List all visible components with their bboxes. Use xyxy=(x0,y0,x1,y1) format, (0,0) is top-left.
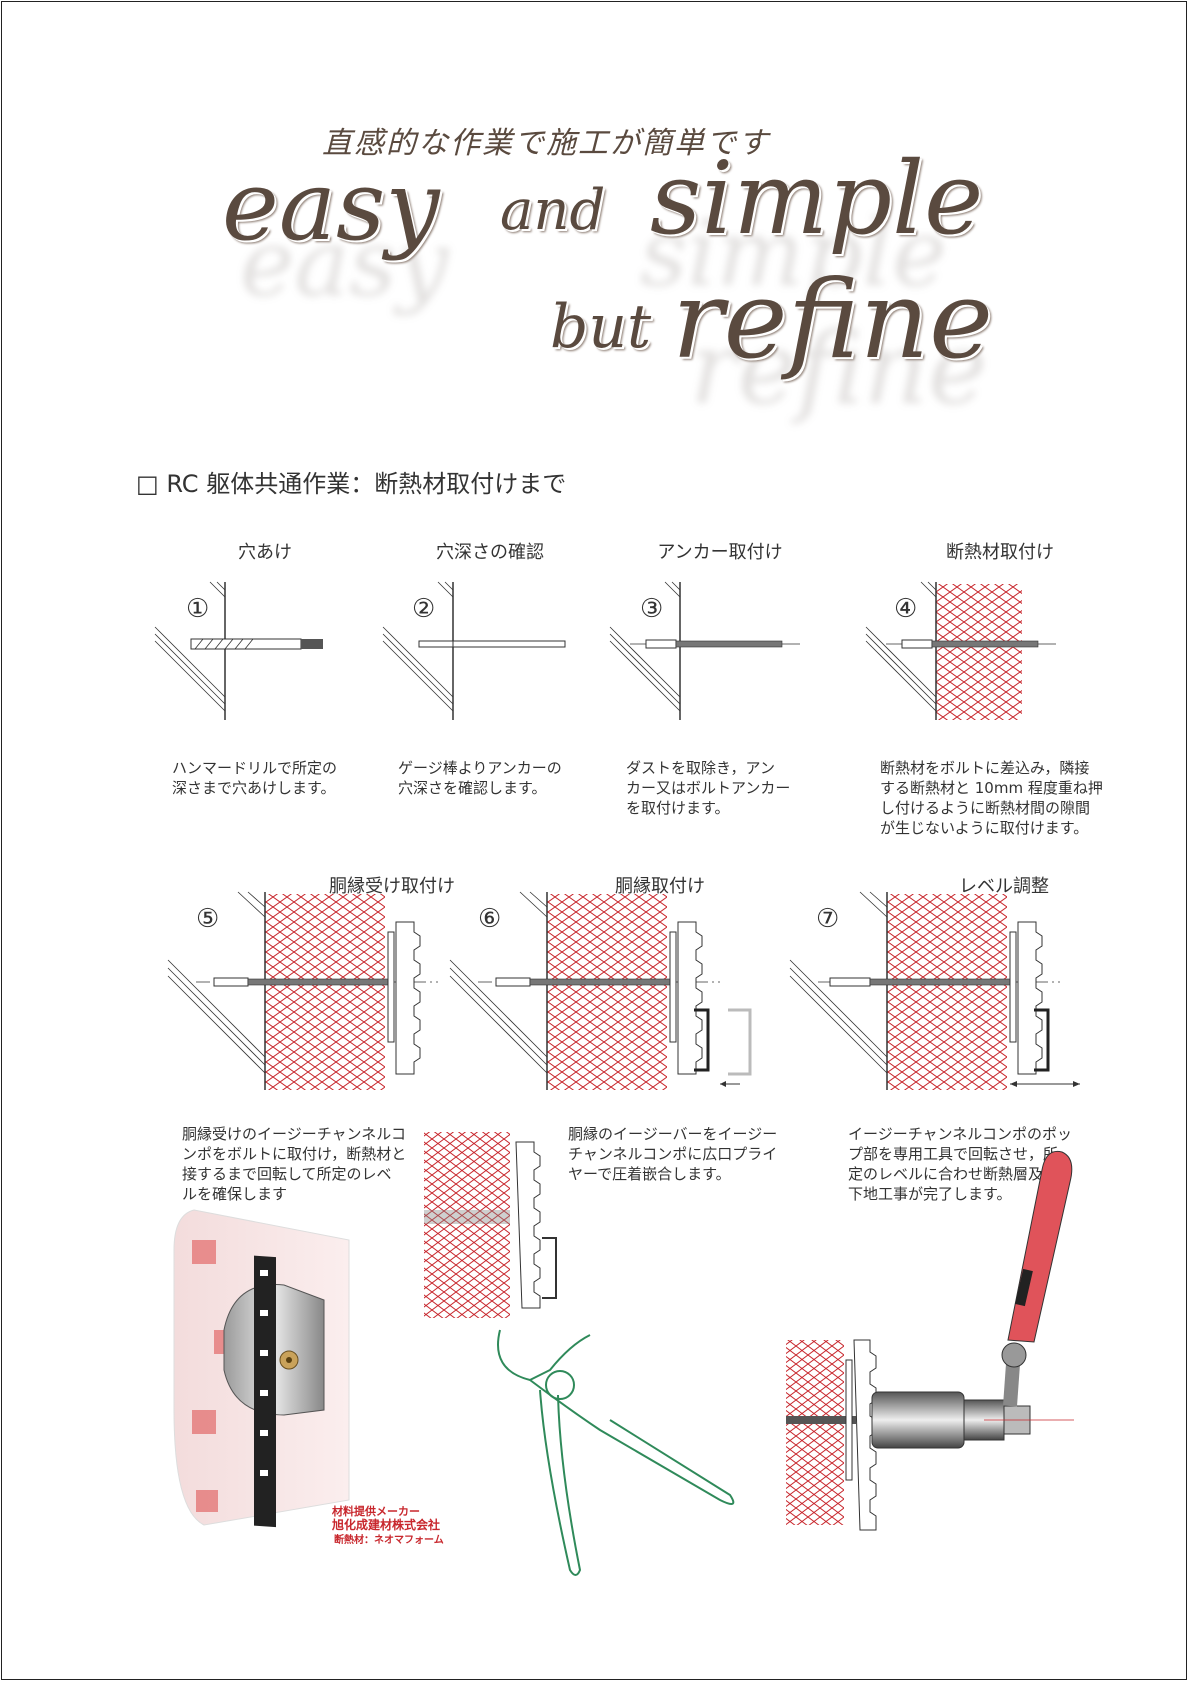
step2-caption: ゲージ棒よりアンカーの 穴深さを確認します。 xyxy=(398,759,562,797)
step5-number: ⑤ xyxy=(196,904,220,934)
step5-diagram xyxy=(167,891,438,1090)
step6-number: ⑥ xyxy=(478,904,502,934)
easy-shadow: easy xyxy=(240,210,449,317)
step6-caption: 胴縁のイージーバーをイージー チャンネルコンポに広口プライ ヤーで圧着嵌合します… xyxy=(568,1125,778,1183)
step3-caption: ダストを取除き，アン カー又はボルトアンカー を取付けます。 xyxy=(626,759,791,817)
and-word: and xyxy=(500,178,606,243)
step2-number: ② xyxy=(412,594,436,624)
step4-number: ④ xyxy=(894,594,918,624)
refine-word: refine xyxy=(672,258,994,383)
section-heading: □ RC 躯体共通作業：断熱材取付けまで xyxy=(136,464,566,499)
simple-word: simple xyxy=(650,140,984,257)
step2-diagram xyxy=(382,581,566,720)
step6-title: 胴縁取付け xyxy=(615,876,705,897)
step4-caption: 断熱材をボルトに差込み，隣接 する断熱材と 10mm 程度重ね押 し付けるように… xyxy=(880,759,1103,837)
japanese-title: 直感的な作業で施工が簡単です xyxy=(322,126,770,161)
step1-number: ① xyxy=(186,594,210,624)
level-tool-illustration xyxy=(786,1150,1074,1531)
step4-diagram xyxy=(865,581,1056,720)
step4-title: 断熱材取付け xyxy=(946,542,1054,563)
step3-title: アンカー取付け xyxy=(657,542,783,563)
easy-word: easy xyxy=(222,150,440,262)
step7-number: ⑦ xyxy=(816,904,840,934)
step3-number: ③ xyxy=(640,594,664,624)
simple-shadow: simple xyxy=(640,200,947,307)
refine-shadow: refine xyxy=(690,310,988,427)
step2-title: 穴深さの確認 xyxy=(436,542,544,563)
step5-caption: 胴縁受けのイージーチャンネルコ ンポをボルトに取付け，断熱材と 接するまで回転し… xyxy=(182,1125,407,1203)
step1-title: 穴あけ xyxy=(238,542,292,563)
step1-diagram xyxy=(154,581,323,720)
step3-diagram xyxy=(609,581,800,720)
step5-title: 胴縁受け取付け xyxy=(329,876,455,897)
step1-caption: ハンマードリルで所定の 深さまで穴あけします。 xyxy=(172,759,338,797)
maker-company: 旭化成建材株式会社 xyxy=(332,1518,441,1532)
product-photo xyxy=(173,1209,350,1528)
step6-diagram xyxy=(449,891,752,1090)
step7-title: レベル調整 xyxy=(959,876,1049,897)
step7-diagram xyxy=(789,891,1080,1090)
checkbox-square: □ xyxy=(136,470,159,498)
step7-caption: イージーチャンネルコンポのポッ プ部を専用工具で回転させ，所 定のレベルに合わせ… xyxy=(848,1125,1072,1203)
maker-material: 断熱材：ネオマフォーム xyxy=(334,1535,444,1546)
section-title: RC 躯体共通作業：断熱材取付けまで xyxy=(166,470,567,498)
but-word: but xyxy=(550,292,652,362)
plier-illustration xyxy=(424,1132,735,1576)
maker-label: 材料提供メーカー xyxy=(332,1505,420,1518)
